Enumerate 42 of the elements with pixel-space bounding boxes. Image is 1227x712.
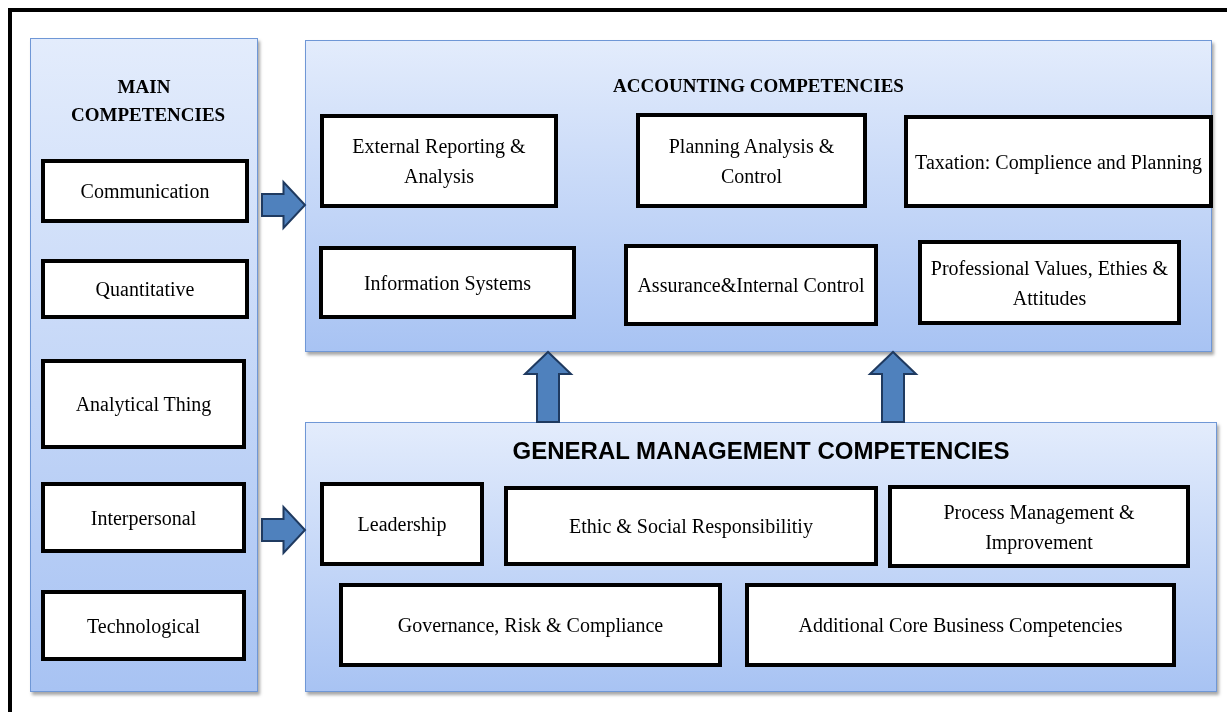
box-label: Process Management & Improvement [942, 499, 1136, 556]
box-label: Analytical Thing [75, 392, 212, 418]
block-arrow [522, 350, 574, 423]
competency-box [41, 590, 246, 661]
competency-box [41, 359, 246, 449]
box-label: Quantitative [95, 277, 195, 302]
competency-box [745, 583, 1176, 667]
box-label: Interpersonal [90, 505, 197, 532]
box-label: Planning Analysis & Control [667, 133, 836, 189]
box-label: Information Systems [363, 270, 532, 297]
competency-box [320, 482, 484, 566]
box-label: Professional Values, Ethies & Attitudes [929, 255, 1170, 311]
box-label: Governance, Risk & Compliance [397, 613, 664, 639]
competency-box [319, 246, 576, 319]
competency-box [41, 482, 246, 553]
competency-box [888, 485, 1190, 568]
block-arrow [867, 350, 919, 423]
box-label: Assurance&Internal Control [637, 273, 865, 298]
competency-box [320, 114, 558, 208]
box-label: Leadership [357, 512, 447, 538]
group-panel [30, 38, 258, 692]
block-arrow [261, 179, 307, 231]
box-label: Communication [80, 179, 210, 204]
block-arrow [261, 504, 307, 556]
competency-box [504, 486, 878, 566]
box-label: Technological [87, 613, 200, 640]
competency-box [41, 159, 249, 223]
box-label: Taxation: Complience and Planning [915, 149, 1202, 176]
panel-title: GENERAL MANAGEMENT COMPETENCIES [511, 436, 1011, 466]
competency-box [339, 583, 722, 667]
panel-title: MAIN COMPETENCIES [70, 75, 227, 127]
competency-box [904, 115, 1213, 208]
box-label: Additional Core Business Competencies [798, 613, 1123, 639]
panel-title: ACCOUNTING COMPETENCIES [612, 74, 905, 98]
competency-box [624, 244, 878, 326]
competency-box [918, 240, 1181, 325]
box-label: External Reporting & Analysis [351, 134, 527, 190]
box-label: Ethic & Social Responsibilitiy [569, 514, 813, 540]
competency-box [636, 113, 867, 208]
group-panel [305, 422, 1217, 692]
competency-box [41, 259, 249, 319]
group-panel [305, 40, 1212, 352]
